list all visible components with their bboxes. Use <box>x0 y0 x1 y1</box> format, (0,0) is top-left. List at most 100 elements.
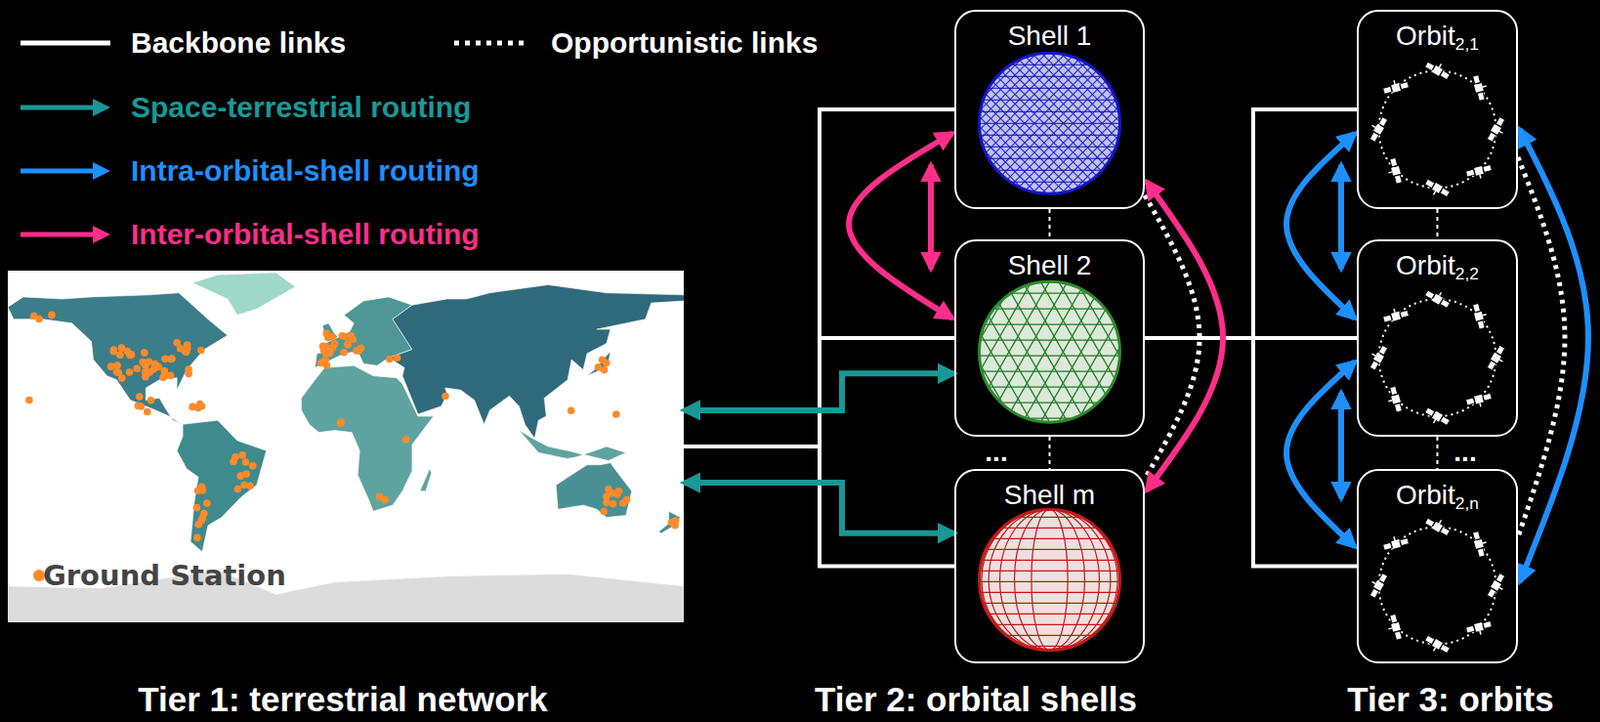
ground-station-dot <box>25 396 34 405</box>
orbit-box: Orbit2,2 <box>1356 239 1518 437</box>
node-title: Orbit2,n <box>1395 478 1479 512</box>
orbit-ring-part <box>1379 526 1497 644</box>
orbit-box: Orbit2,1 <box>1356 9 1518 210</box>
shell-sphere-part <box>979 281 1121 422</box>
ground-station-dot <box>600 507 609 516</box>
legend-swatch-part <box>454 41 526 46</box>
shell-sphere-part-part <box>962 219 1103 464</box>
ground-station-dot <box>339 348 348 357</box>
orbit-ring-part <box>1379 298 1497 417</box>
ground-station-dot <box>115 369 124 378</box>
opportunistic-link <box>1049 436 1052 469</box>
satellite-icon-part <box>1482 542 1487 544</box>
satellite-icon-part <box>1473 531 1481 541</box>
shell-sphere-part <box>979 52 1121 194</box>
legend-swatch-part <box>92 225 111 244</box>
ground-station-dot <box>385 355 394 364</box>
shell-sphere-part-part <box>918 55 1118 255</box>
shell-sphere-part-part <box>923 0 1123 197</box>
ground-station-dot <box>184 365 193 374</box>
shell-sphere-part-part <box>909 602 1191 604</box>
legend-swatch-part <box>92 162 111 180</box>
satellite-icon-part <box>1479 174 1481 179</box>
ground-station-dot <box>193 534 202 543</box>
satellite-icon-part <box>1393 308 1395 313</box>
node-title: Shell m <box>1004 478 1095 512</box>
land-mass <box>314 296 413 368</box>
ground-station-dot <box>47 311 56 320</box>
satellite-icon-part <box>1482 392 1492 401</box>
ground-station-dot <box>623 496 632 505</box>
orbit-box: Orbit2,n <box>1356 468 1518 664</box>
satellite-icon-part <box>1473 311 1484 322</box>
intra-shell-arrow <box>1286 361 1355 547</box>
ground-station-dot <box>329 333 337 341</box>
shell-sphere-part-part <box>909 624 1191 626</box>
backbone-link <box>683 446 955 567</box>
ground-station-dot <box>147 396 156 405</box>
shell-box: Shell 1 <box>954 9 1145 210</box>
satellite-icon-part <box>1439 187 1450 197</box>
satellite-icon-part <box>1369 360 1379 371</box>
satellite-icon-part <box>1425 634 1435 644</box>
satellite-icon-part <box>1399 538 1409 547</box>
satellite-icon-part <box>1388 628 1392 630</box>
satellite-icon <box>1385 157 1403 185</box>
satellite-icon-part <box>1466 168 1475 177</box>
satellite-icon <box>1424 286 1453 309</box>
shell-sphere-part-part <box>937 36 1137 236</box>
shell-sphere-part-part <box>1070 176 1212 421</box>
satellite-icon-part <box>1473 166 1484 176</box>
shell-sphere-part-part <box>908 65 1108 265</box>
node-title-part: 2,1 <box>1455 34 1479 54</box>
shell-sphere-part-part <box>909 99 1191 101</box>
ground-station-dot <box>238 451 247 460</box>
satellite-icon <box>1422 633 1451 657</box>
satellite-icon <box>1385 613 1403 641</box>
satellite-icon <box>1422 406 1451 429</box>
satellite-icon-part <box>1476 320 1485 330</box>
satellite-icon <box>1385 385 1403 414</box>
tier-label: Tier 1: terrestrial network <box>137 680 548 718</box>
legend-swatch-part <box>20 41 111 46</box>
satellite-icon-part <box>1499 130 1503 133</box>
node-title-part: 2,n <box>1455 493 1479 513</box>
ground-station-dot <box>143 408 152 417</box>
satellite-icon-part <box>1393 80 1395 85</box>
satellite-icon-part <box>1495 117 1505 127</box>
shell-sphere-part-part <box>937 11 1137 211</box>
shell-sphere-part-part <box>909 385 1191 387</box>
satellite-icon-part <box>1482 165 1492 173</box>
satellite-icon-part <box>1479 402 1481 407</box>
legend-item: Inter-orbital-shell routing <box>20 214 480 254</box>
legend-text: Backbone links <box>130 25 346 61</box>
satellite-icon-part <box>1425 178 1435 188</box>
shell-sphere-part-part <box>909 292 1191 294</box>
satellite-icon-part <box>1439 63 1442 67</box>
shell-sphere-part-part <box>909 581 1191 583</box>
shell-sphere-part-part <box>893 0 1094 168</box>
shell-sphere-part-part <box>1016 251 1158 495</box>
satellite-icon-part <box>1390 166 1401 176</box>
shell-sphere-part-part <box>909 417 1191 419</box>
space-terrestrial-arrow <box>683 373 955 411</box>
shell-sphere-part-part <box>909 516 1191 518</box>
land-mass <box>555 463 632 518</box>
node-title-part: Orbit <box>1395 20 1456 51</box>
ground-station-dot <box>107 362 116 371</box>
shell-box: Shell m <box>954 468 1145 664</box>
ground-station-dot <box>441 392 450 401</box>
shell-sphere-part-part <box>909 17 1191 19</box>
satellite-icon-part <box>1389 613 1398 623</box>
ground-station-dot <box>609 500 618 508</box>
shell-sphere-part-part <box>909 158 1191 160</box>
ground-station-dot <box>234 485 243 494</box>
ground-station-dot <box>322 349 331 358</box>
opportunistic-link <box>1144 195 1200 479</box>
shell-sphere-part-part <box>957 31 1157 231</box>
ground-station-dot <box>402 435 411 444</box>
satellite-icon <box>1472 529 1490 557</box>
tier-label: Tier 2: orbital shells <box>814 680 1137 718</box>
node-title-part: 2,2 <box>1455 263 1479 284</box>
shell-sphere-part-part <box>908 0 1108 182</box>
